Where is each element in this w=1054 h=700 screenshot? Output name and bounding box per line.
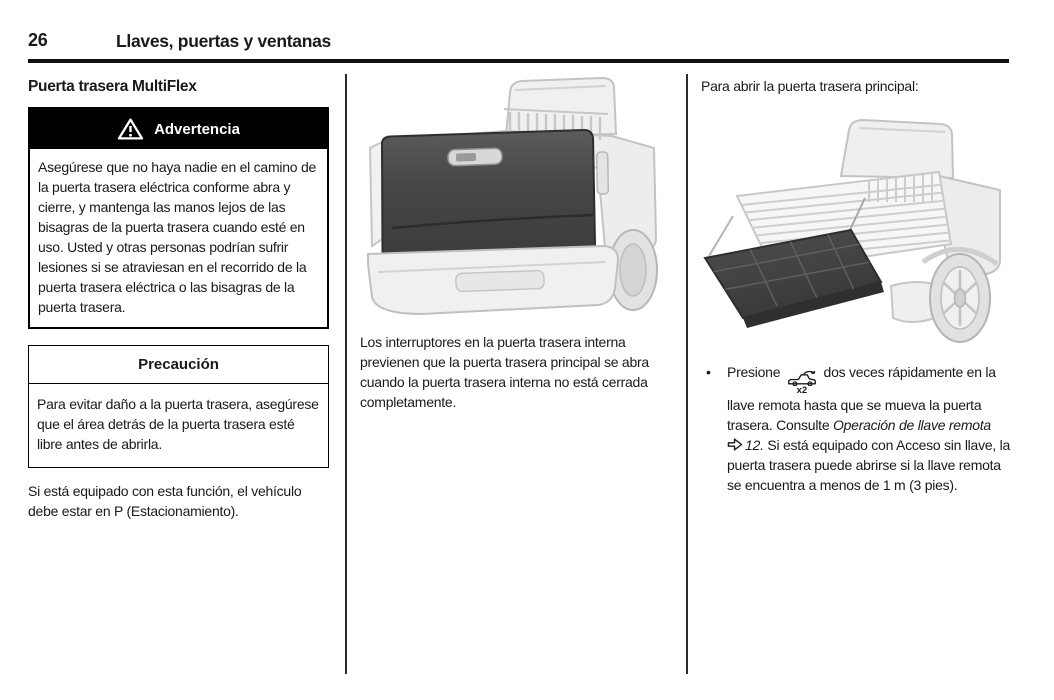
cross-reference-arrow-icon	[727, 438, 743, 451]
middle-paragraph: Los interruptores en la puerta trasera i…	[360, 334, 649, 410]
truck-tailgate-open-illustration	[703, 118, 1001, 343]
caution-title: Precaución	[29, 346, 328, 384]
warning-title: Advertencia	[154, 120, 240, 138]
warning-triangle-icon	[117, 117, 144, 141]
column-divider-right	[686, 74, 688, 674]
key-fob-tailgate-x2-icon: x2	[787, 371, 817, 395]
caution-body: Para evitar daño a la puerta trasera, as…	[37, 396, 319, 452]
warning-body: Asegúrese que no haya nadie en el camino…	[38, 159, 317, 315]
fob-x2-label: x2	[796, 385, 808, 396]
instruction-bullet: • Presione x2 dos veces rápidamente en l…	[701, 362, 1011, 495]
intro-paragraph: Para abrir la puerta trasera principal:	[701, 78, 919, 94]
bullet-text-part2: dos veces rápidamente en la llave remota…	[727, 364, 996, 433]
truck-tailgate-closed-illustration	[367, 76, 658, 316]
bullet-text-part1: Presione	[727, 364, 784, 380]
warning-box: Advertencia Asegúrese que no haya nadie …	[28, 107, 329, 329]
chapter-title: Llaves, puertas y ventanas	[116, 31, 331, 51]
reference-page: 12.	[745, 437, 764, 453]
warning-box-header: Advertencia	[30, 109, 327, 149]
park-requirement-note: Si está equipado con esta función, el ve…	[28, 483, 302, 519]
column-divider-left	[345, 74, 347, 674]
bullet-marker: •	[706, 364, 711, 380]
right-column: Para abrir la puerta trasera principal:	[701, 76, 1011, 495]
section-title: Puerta trasera MultiFlex	[28, 78, 197, 95]
page-number: 26	[28, 30, 48, 50]
bullet-text: Presione x2 dos veces rápidamente en la …	[727, 362, 1011, 495]
middle-column: Los interruptores en la puerta trasera i…	[360, 76, 672, 412]
bullet-text-part3: Si está equipado con Acceso sin llave, l…	[727, 437, 1011, 493]
reference-title: Operación de llave remota	[833, 417, 991, 433]
left-column: Puerta trasera MultiFlex Advertencia Ase…	[28, 76, 329, 521]
header-rule	[28, 59, 1009, 63]
caution-box: Precaución Para evitar daño a la puerta …	[28, 345, 329, 468]
